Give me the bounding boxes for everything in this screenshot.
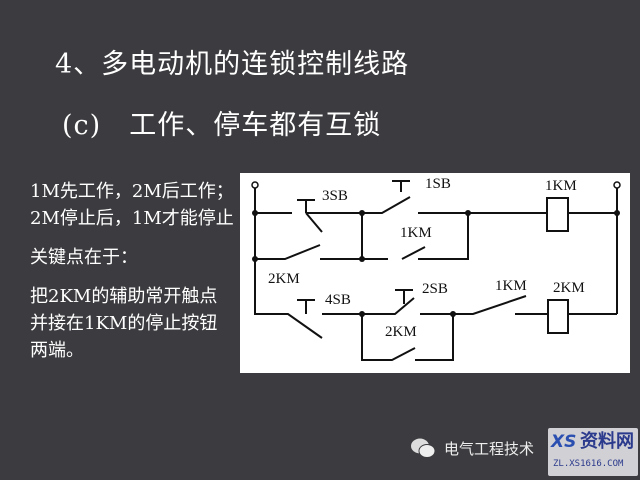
circuit-diagram: 3SB 1SB 1KM 1KM 2KM 4SB 2SB 1KM 2KM 2KM (240, 173, 630, 373)
junctions (252, 210, 620, 317)
note-1: 1M先工作，2M后工作；2M停止后，1M才能停止 (30, 181, 234, 229)
switch-3sb (255, 199, 323, 233)
label-3sb: 3SB (322, 188, 348, 204)
source-text: 电气工程技术 (444, 439, 535, 458)
contact-2km (255, 244, 362, 260)
label-4sb: 4SB (325, 292, 351, 308)
slide-title: 4、多电动机的连锁控制线路 (55, 49, 410, 80)
coil-1km (546, 197, 569, 232)
note-3: 把2KM的辅助常开触点并接在1KM的停止按钮两端。 (30, 286, 218, 361)
logo-text: 资料网 (580, 431, 634, 452)
wechat-icon (411, 438, 436, 458)
circuit-svg: 3SB 1SB 1KM 1KM 2KM 4SB 2SB 1KM 2KM 2KM (251, 176, 621, 361)
label-1km-contact: 1KM (495, 278, 527, 294)
label-1km-coil: 1KM (545, 178, 577, 194)
label-2km-coil: 2KM (553, 280, 585, 296)
terminal-right (613, 181, 621, 189)
subtitle-text: 工作、停车都有互锁 (129, 110, 382, 141)
label-2km-hold: 2KM (385, 324, 417, 340)
coil-2km (547, 299, 569, 334)
source-credit: 电气工程技术 (410, 437, 534, 459)
wires (254, 180, 618, 361)
watermark-logo: XS 资料网 ZL.XS1616.COM (548, 428, 638, 476)
note-2: 关键点在于： (30, 247, 138, 268)
logo-url: ZL.XS1616.COM (553, 459, 624, 469)
label-2km-contact: 2KM (268, 271, 300, 287)
logo-mark: XS (551, 432, 577, 452)
switch-4sb (254, 259, 323, 339)
label-2sb: 2SB (422, 281, 448, 297)
contact-2km-hold (322, 313, 454, 361)
switch-2sb-and-1km (362, 289, 527, 315)
wire-rung1-a (306, 212, 363, 259)
subtitle-label: (c) (62, 110, 102, 141)
contact-1km-hold (362, 213, 469, 260)
label-1km-hold: 1KM (400, 225, 432, 241)
label-1sb: 1SB (425, 176, 451, 192)
terminal-left (251, 181, 259, 189)
slide-subtitle: (c) 工作、停车都有互锁 (62, 103, 381, 142)
switch-1sb (362, 180, 411, 214)
notes: 1M先工作，2M后工作；2M停止后，1M才能停止 关键点在于： 把2KM的辅助常… (30, 178, 235, 376)
